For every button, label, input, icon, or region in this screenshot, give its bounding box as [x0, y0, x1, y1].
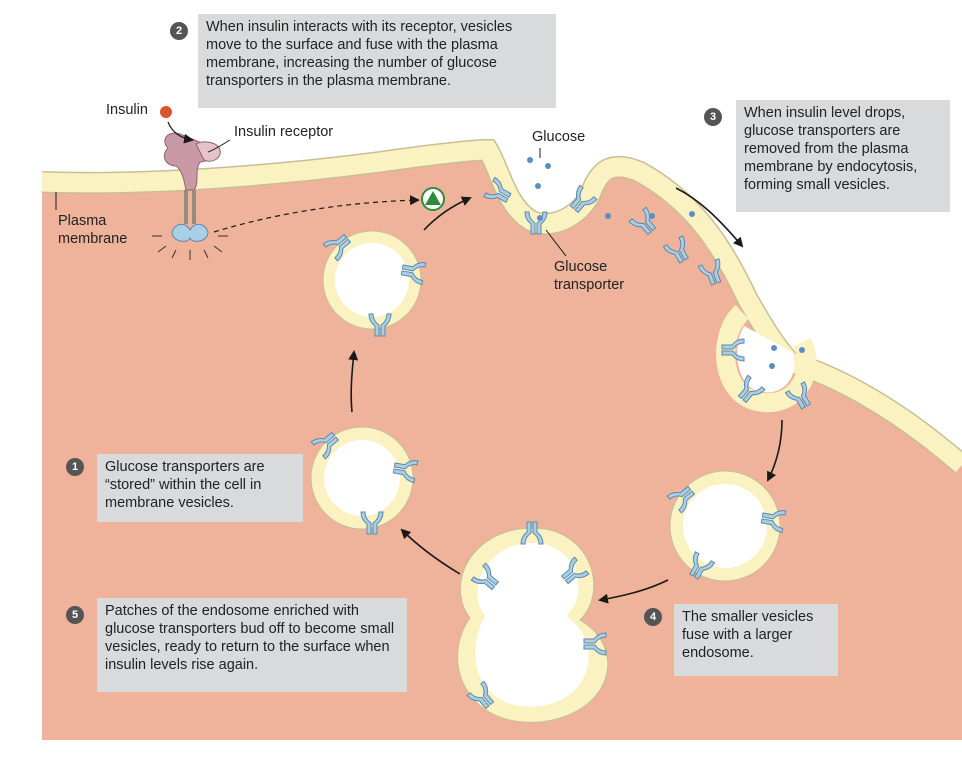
- vesicle-middle: [310, 426, 414, 530]
- step-2-callout: When insulin interacts with its receptor…: [198, 14, 556, 108]
- insulin-binding-arrow: [167, 121, 194, 144]
- endosome: [457, 527, 609, 723]
- step-3-callout: When insulin level drops, glucose transp…: [736, 100, 950, 212]
- step-1-badge: 1: [66, 458, 84, 476]
- step-4-callout: The smaller vesicles fuse with a larger …: [674, 604, 838, 676]
- glucose-label: Glucose: [532, 129, 586, 145]
- step-1-callout: Glucose transporters are “stored” within…: [97, 454, 303, 522]
- vesicle-top: [322, 230, 422, 330]
- signal-dashed-arrow: [213, 195, 420, 233]
- glucose-transporter-label: Glucose transporter: [554, 259, 625, 293]
- insulin-receptor-label: Insulin receptor: [234, 124, 334, 140]
- step-5-badge: 5: [66, 606, 84, 624]
- glucose-molecules: [527, 157, 805, 369]
- step-3-badge: 3: [704, 108, 722, 126]
- insulin-molecule-icon: [160, 106, 172, 118]
- step-2-badge: 2: [170, 22, 188, 40]
- step-5-callout: Patches of the endosome enriched with gl…: [97, 598, 407, 692]
- insulin-label: Insulin: [106, 102, 148, 118]
- plasma-membrane-label: Plasma membrane: [58, 213, 128, 247]
- receptor-leader-line: [207, 139, 231, 153]
- cell-body: [41, 138, 962, 740]
- transporter-leader-line: [545, 229, 567, 257]
- cytoplasm: [42, 150, 962, 740]
- flow-arrow-icon: [348, 187, 783, 604]
- step-4-badge: 4: [644, 608, 662, 626]
- endocytic-pit: [716, 305, 817, 413]
- signal-triangle-icon: [421, 187, 445, 211]
